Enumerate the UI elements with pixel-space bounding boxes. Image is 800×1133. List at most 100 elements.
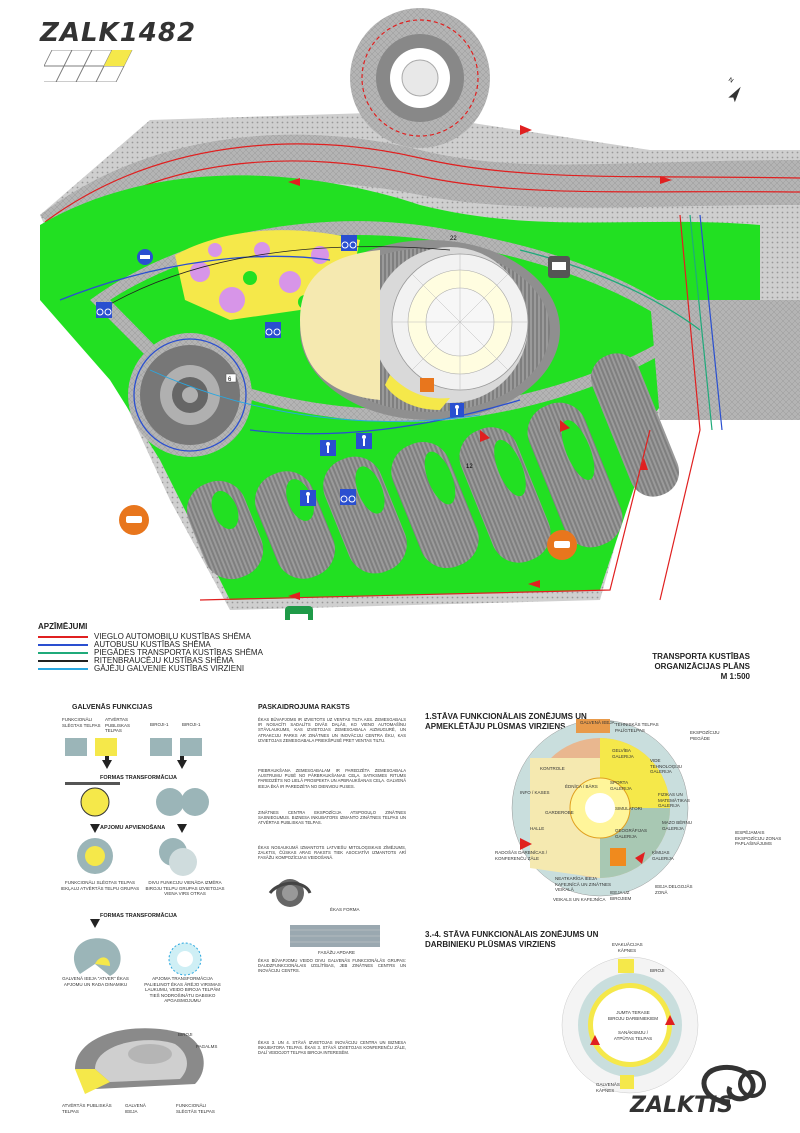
diagram2-title-line2: DARBINIEKU PLŪSMAS VIRZIENS [425, 940, 556, 949]
d1-label-delivery: EKSPOZĪCIJU PIEGĀDE [690, 730, 720, 741]
bicycle-icon [265, 322, 281, 338]
caption-ring: APJOMA TRANSFORMĀCIJA PALIELINOT ĒKAS ĀR… [144, 976, 221, 1003]
bus-icon [285, 606, 313, 620]
bicycle-icon [340, 489, 356, 505]
brand-title: ZALK1482 [40, 18, 197, 48]
functions-title: GALVENĀS FUNKCIJAS [72, 704, 153, 711]
d2-label-evac-stairs: EVAKUĀCIJAS KĀPNES [612, 942, 643, 953]
legend-header: APZĪMĒJUMI [38, 622, 88, 631]
snake-facade-illustration [268, 879, 380, 947]
d2-label-offices: BIROJI [650, 968, 665, 973]
car-icon [119, 505, 149, 535]
pedestrian-icon [356, 433, 372, 449]
step-merge: APJOMU APVIENOŠANA [100, 825, 166, 831]
box-label-closed: FUNKCIONĀLI SLĒGTAS TELPAS [62, 717, 101, 728]
floor3-4-zoning-diagram [561, 956, 699, 1094]
d1-label-physics: FIZIKAS UN MATEMĀTIKAS GALERIJA [658, 792, 690, 808]
d1-label-main-entry: GALVENĀ IEEJA [580, 720, 615, 725]
pedestrian-icon [300, 490, 316, 506]
diagram2-title: 3.-4. STĀVA FUNKCIONĀLAIS ZONĒJUMS UN DA… [425, 930, 598, 950]
explanation-p3: ZINĀTNES CENTRA EKSPOZĪCIJA ATSPOGUĻO ZI… [258, 810, 406, 826]
caption-spiral: GALVENĀ IEEJA "ATVER" ĒKAS APJOMU UN RAD… [62, 976, 129, 987]
d1-label-info: INFO / KASES [520, 790, 550, 795]
d1-label-kids: MAZO BĒRNU GALERIJA [662, 820, 693, 831]
parking-bays [186, 353, 680, 580]
d1-label-cafe-entry: NEATKARĪGA IEEJA KAFEJNĪCĀ UN ZINĀTNES V… [555, 876, 612, 892]
north-arrow-icon: N [727, 77, 741, 103]
step-form-transform: FORMAS TRANSFORMĀCIJA [100, 775, 177, 781]
legend-item-delivery: PIEGĀDES TRANSPORTA KUSTĪBAS SHĒMA [38, 649, 418, 657]
box-label-offices-1: BIROJI-1 [150, 722, 169, 727]
diagram2-title-line1: 3.-4. STĀVA FUNKCIONĀLAIS ZONĒJUMS UN [425, 930, 599, 939]
car-icon [137, 249, 153, 265]
box-label-open: ATVĒRTAS PUBLISKAS TELPAS [105, 717, 131, 733]
footer-logo-text: ZALKTIS [630, 1093, 734, 1118]
d1-label-environment: VIDE TEHNOLOĢIJU GALERIJA [650, 758, 683, 774]
legend-item-cars: VIEGLO AUTOMOBIĻU KUSTĪBAS SHĒMA [38, 633, 418, 641]
explanation-p1: ĒKAS BŪVAPJOMS IR IZVIETOTS UZ VENTAS TI… [258, 717, 406, 743]
diagram1-title-line1: 1.STĀVA FUNKCIONĀLAIS ZONĒJUMS UN [425, 712, 587, 721]
bicycle-icon [96, 302, 112, 318]
legend-item-pedestrians: GĀJĒJU GALVENIE KUSTĪBAS VIRZIENI [38, 665, 418, 673]
plan-scale: M 1:500 [720, 672, 750, 681]
plan-title-line1: TRANSPORTA KUSTĪBAS [652, 652, 750, 661]
plan-title-line2: ORGANIZĀCIJAS PLĀNS [654, 662, 750, 671]
bus-circle [128, 333, 252, 457]
functions-diagram [65, 738, 209, 1094]
label-main-entry: GALVENĀ IEEJA [125, 1103, 146, 1114]
d1-label-hall: HALLE [530, 826, 545, 831]
zalktis-logo-icon [701, 1064, 766, 1105]
d1-label-workshops: RADOŠĀS DARBNĪCAS / KONFERENČU ZĀLE [495, 850, 548, 861]
legend: APZĪMĒJUMI VIEGLO AUTOMOBIĻU KUSTĪBAS SH… [38, 622, 418, 673]
explanation-p5: ĒKAS BŪVAPJOMU VEIDO DIVU GALVENĀS FUNKC… [258, 958, 406, 974]
d2-label-roof-terrace: JUMTA TERASE BIROJU DARBINIEKIEM [608, 1010, 659, 1021]
caption-left: FUNKCIONĀLI SLĒGTAS TELPAS IEKĻAUJ ATVĒR… [60, 880, 140, 891]
brand-grid-icon [44, 50, 133, 82]
step-form-transform-2: FORMAS TRANSFORMĀCIJA [100, 913, 177, 919]
building-number-12: 12 [466, 464, 473, 470]
d1-label-technical: TEHNISKĀS TELPAS PALĪGTELPAS [615, 722, 659, 733]
car-icon [547, 530, 577, 560]
caption-facade: FASĀŽU APDARE [318, 950, 356, 955]
building-number-6: 6 [228, 377, 232, 383]
building-number-22: 22 [450, 236, 457, 242]
diagram1-title-line2: APMEKLĒTĀJU PLŪSMAS VIRZIENS [425, 722, 566, 731]
d1-label-expansion: IESPĒJAMAIS EKSPOZĪCIJU ZONAS PAPLAŠINĀJ… [735, 830, 782, 846]
d1-label-safety: GELVĪBA GALERIJA [612, 748, 634, 759]
caption-snake: ĒKAS FORMA [330, 907, 360, 912]
d1-label-office-entry: IEEJA UZ BIROJIEM [610, 890, 632, 901]
d1-label-simulators: SIMULATORI [615, 806, 643, 811]
pedestrian-icon [320, 440, 336, 456]
svg-text:N: N [727, 77, 734, 84]
d1-label-shop: VEIKALS UN KAFEJNĪCA [553, 897, 606, 902]
d2-label-meeting: SANĀKSMJU / ATPŪTAS TELPAS [613, 1030, 653, 1041]
d1-label-sport: SPORTA GALERIJA [610, 780, 632, 791]
explanation-title: PASKAIDROJUMA RAKSTS [258, 704, 350, 711]
label-open-spaces: ATVĒRTĀS PUBLISKĀS TELPAS [62, 1103, 112, 1114]
plan-title: TRANSPORTA KUSTĪBAS ORGANIZĀCIJAS PLĀNS … [652, 652, 750, 682]
pedestrian-icon [450, 403, 464, 417]
d1-label-bar: ĒDNĪCA / BĀRS [565, 784, 598, 789]
explanation-p4: ĒKAS NOSAUKUMĀ IZMANTOTS LATVIEŠU MITOLO… [258, 845, 406, 861]
bicycle-icon [341, 235, 357, 251]
diagram1-title: 1.STĀVA FUNKCIONĀLAIS ZONĒJUMS UN APMEKL… [425, 712, 587, 732]
caption-right: DIVU FUNKCIJU VIENĀDA IZMĒRA BIROJU TELP… [145, 880, 225, 896]
truck-icon [548, 256, 570, 278]
d1-label-zone-entry: IEEJA DELGOJĀS ZONĀ [655, 884, 693, 895]
main-building [300, 240, 560, 420]
d1-label-geography: ĢEOGRĀFIJAS GALERIJA [615, 828, 648, 839]
label-closed-spaces: FUNKCIONĀLI SLĒGTĀS TELPAS [176, 1103, 215, 1114]
explanation-p6: ĒKAS 3. UN 4. STĀVĀ IZVIETOJAS INOVĀCIJU… [258, 1040, 406, 1056]
d1-label-chemistry: ĶĪMIJAS GALERIJA [652, 850, 674, 861]
box-label-offices-2: BIROJI-1 [182, 722, 201, 727]
site-plan: 6 12 22 N [40, 8, 800, 620]
explanation-p2: PIEBRAUKŠANA ZEMESGABALAM IR PAREDZĒTA Z… [258, 768, 406, 789]
floor1-zoning-diagram [511, 719, 689, 897]
d1-label-control: KONTROLE [540, 766, 565, 771]
label-offices: BIROJI [178, 1032, 193, 1037]
legend-item-cyclists: RITENBRAUCĒJU KUSTĪBAS SHĒMA [38, 657, 418, 665]
d2-label-main-stairs: GALVENĀS KĀPNES [596, 1082, 620, 1093]
d1-label-cloakroom: GARDEROBE [545, 810, 574, 815]
label-courtyard: PAGALMS [196, 1044, 218, 1049]
roundabout-top [350, 8, 490, 148]
